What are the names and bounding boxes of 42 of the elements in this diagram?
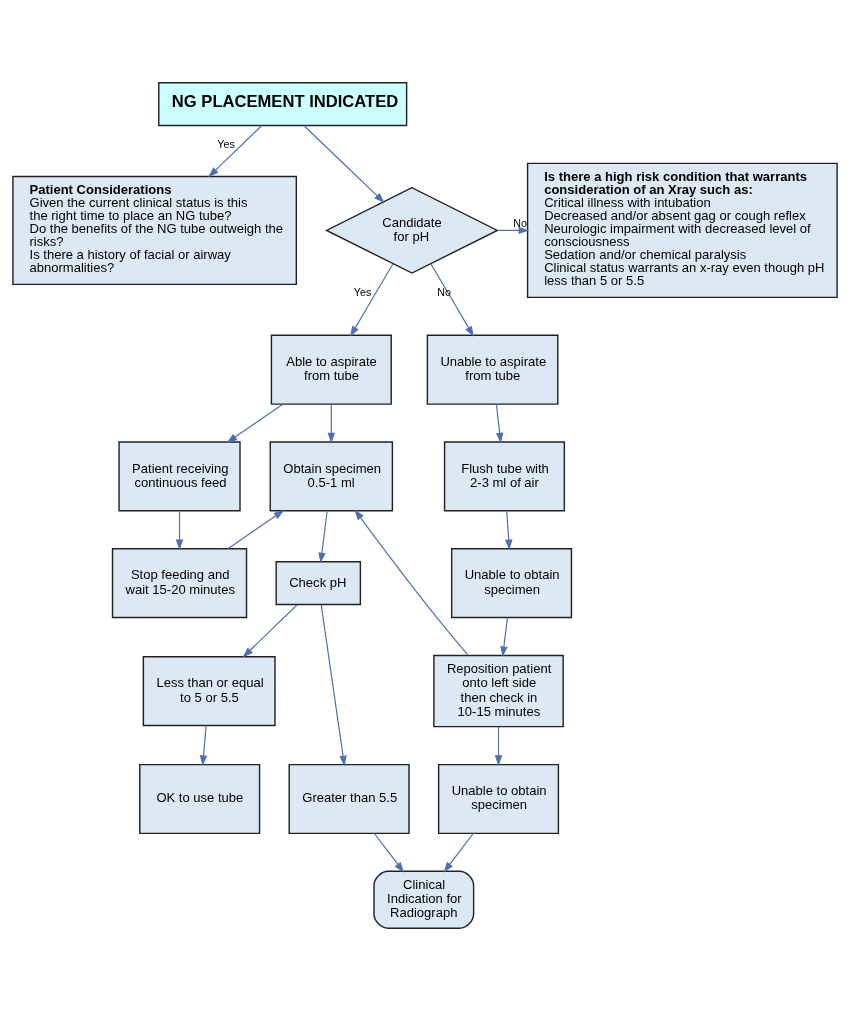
node-box: Unable to aspirate from tube	[426, 334, 559, 405]
arrow	[350, 262, 394, 337]
node-box: Able to aspirate from tube	[270, 334, 392, 405]
arrow	[226, 403, 284, 443]
node-box: NG PLACEMENT INDICATED	[158, 81, 408, 126]
arrow	[327, 403, 336, 444]
node-box: Patient Considerations Given the current clinical status is this the right time to place an NG tube? Do the benefits of the NG tube outweigh the risks? Is there a history of facial or airway abnormalities?	[12, 175, 298, 285]
node-box: Stop feeding and wait 15-20 minutes	[111, 547, 248, 618]
arrow	[318, 510, 328, 563]
node-box: Reposition patient onto left side then check in 10-15 minutes	[433, 654, 564, 727]
node-box: Obtain specimen 0.5-1 ml	[269, 440, 394, 512]
arrow	[430, 262, 474, 337]
node-box: Greater than 5.5	[288, 763, 410, 834]
node-box: Unable to obtain specimen	[450, 547, 573, 618]
node-box: Clinical Indication for Radiograph	[373, 870, 475, 929]
arrow	[373, 832, 405, 873]
node-diamond: Candidate for pH	[325, 186, 499, 274]
arrow	[494, 725, 503, 766]
arrow	[227, 509, 285, 549]
arrow	[199, 724, 208, 766]
arrow	[303, 124, 385, 203]
edge-label: No	[437, 285, 451, 298]
edge-label: Yes	[353, 285, 372, 298]
arrow	[242, 603, 298, 658]
arrow	[496, 226, 530, 234]
arrow	[443, 832, 474, 873]
edge-label: Yes	[217, 137, 235, 150]
node-box: Patient receiving continuous feed	[118, 440, 241, 512]
node-box: OK to use tube	[139, 763, 261, 834]
node-box: Less than or equal to 5 or 5.5	[142, 655, 276, 726]
edge-label: No	[513, 216, 527, 229]
node-box: Flush tube with 2-3 ml of air	[443, 440, 566, 512]
node-box: Check pH	[275, 560, 362, 605]
arrow	[500, 616, 509, 657]
node-box: Unable to obtain specimen	[437, 763, 560, 834]
node-box: Is there a high risk condition that warrants consideration of an Xray such as: Critical illness with intubation Decreased and/or absent gag or cough reflex Neurologic impairment with decreased level of consciousness Sedation and/or chemical paralysis Clinical status warrants an x-ray even though pH less than 5 or 5.5	[526, 162, 838, 298]
arrow	[208, 124, 263, 177]
arrow	[504, 510, 513, 550]
arrow	[354, 508, 469, 656]
arrow	[495, 403, 504, 443]
arrow	[320, 603, 347, 766]
arrow	[175, 510, 184, 550]
